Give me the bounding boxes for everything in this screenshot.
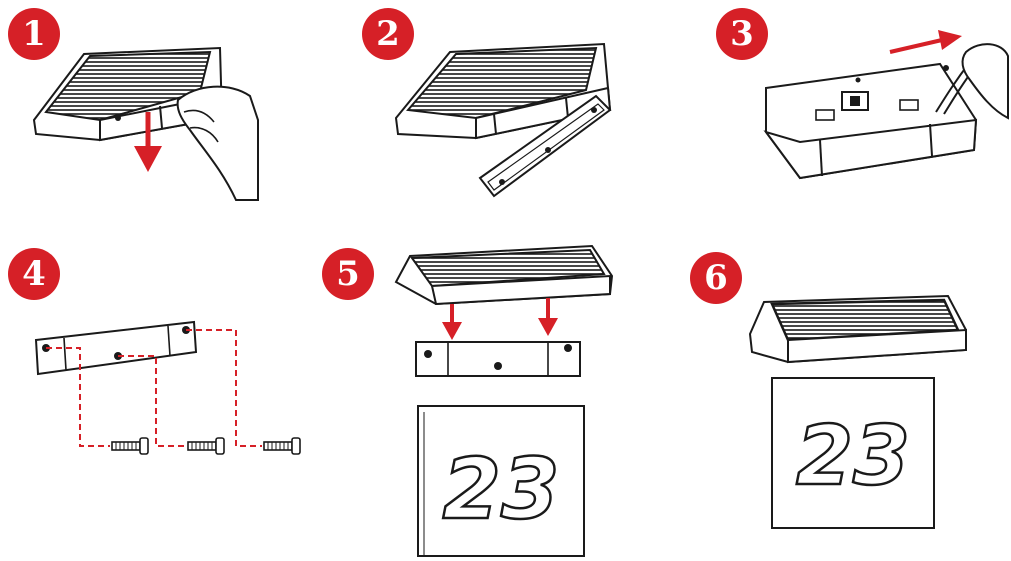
step-5-illustration: 23 <box>394 244 614 557</box>
step-5-bracket <box>415 341 581 377</box>
step-4-guide-line-3 <box>186 329 262 447</box>
step-5-arrow-left-head <box>442 322 462 340</box>
step-4-number: 4 <box>22 254 46 294</box>
step-4-screw-1 <box>111 437 149 455</box>
step-2-illustration <box>394 42 612 198</box>
step-2-badge: 2 <box>362 8 414 60</box>
step-4-screw-3 <box>263 437 301 455</box>
step-4-screw-2 <box>187 437 225 455</box>
step-1-hand <box>176 85 259 201</box>
step-4-guide-line-2 <box>118 355 186 447</box>
step-3-arrow-shaft <box>889 38 943 54</box>
step-5-badge: 5 <box>322 248 374 300</box>
step-2-bracket <box>478 94 612 198</box>
step-3-badge: 3 <box>716 8 768 60</box>
step-6-number: 6 <box>704 258 728 298</box>
step-4-bracket <box>34 320 198 376</box>
step-1-illustration <box>32 46 259 201</box>
step-4-guide-line-1 <box>46 347 110 447</box>
step-3-hand <box>961 43 1009 120</box>
step-1-number: 1 <box>22 14 46 54</box>
step-6-badge: 6 <box>690 252 742 304</box>
step-2-number: 2 <box>376 14 400 54</box>
step-6-house-number: 23 <box>796 409 910 504</box>
step-4-illustration <box>34 320 301 455</box>
step-5-house-number: 23 <box>443 440 560 538</box>
step-1-solar-panel <box>44 50 212 122</box>
step-4-badge: 4 <box>8 248 60 300</box>
step-2-solar-panel <box>406 46 598 120</box>
step-6-number-plate <box>771 377 935 529</box>
step-3-illustration <box>763 30 1009 180</box>
step-1-badge: 1 <box>8 8 60 60</box>
step-5-number: 5 <box>336 254 360 294</box>
step-1-arrow-head <box>134 146 162 172</box>
step-3-arrow-head <box>938 30 962 50</box>
step-5-arrow-right-head <box>538 318 558 336</box>
step-6-illustration: 23 <box>748 294 967 529</box>
step-5-number-plate <box>417 405 585 557</box>
step-3-number: 3 <box>730 14 754 54</box>
step-5-solar-panel <box>410 248 606 288</box>
